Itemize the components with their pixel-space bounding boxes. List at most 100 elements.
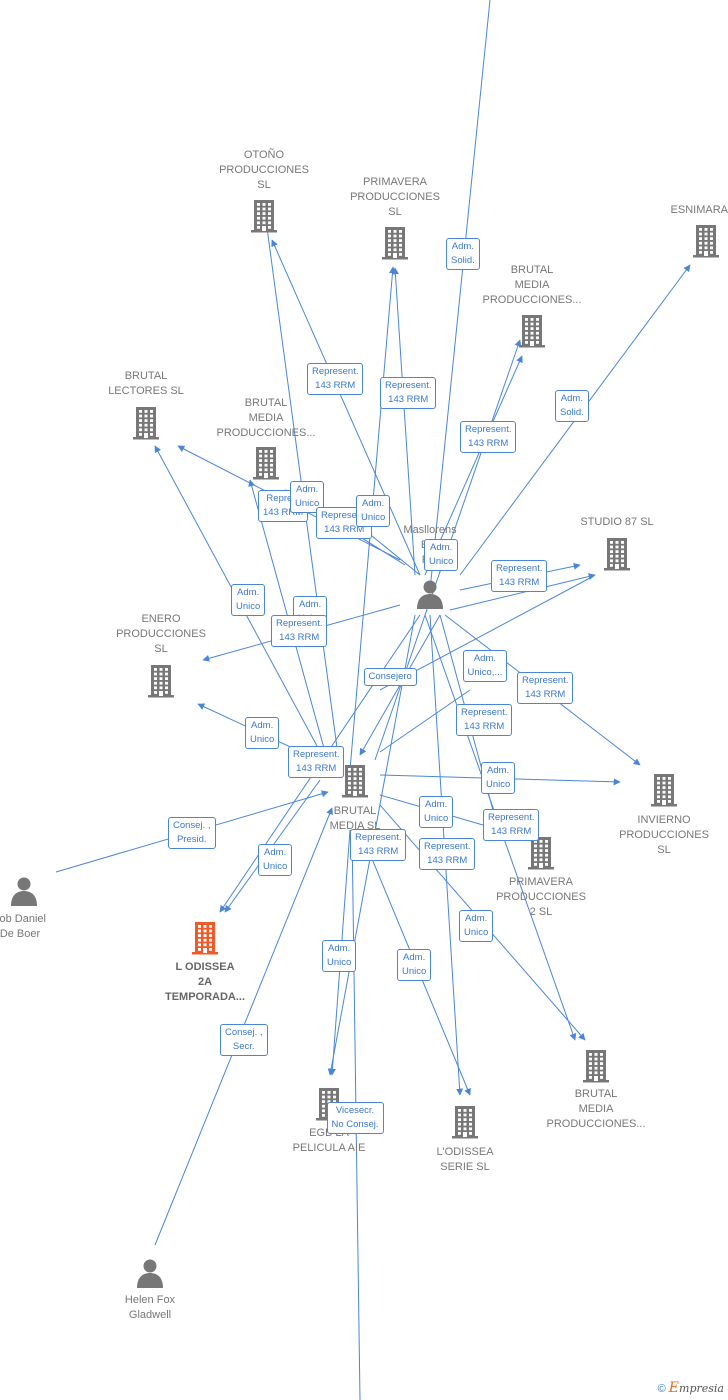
edge-role-text: Unico bbox=[402, 966, 427, 977]
edge-role-text: Adm. bbox=[328, 943, 351, 954]
edge-role-label[interactable]: Consejero bbox=[363, 668, 417, 686]
edge-role-label[interactable]: Represent.143 RRM bbox=[456, 704, 513, 736]
edge-role-label[interactable]: Represent.143 RRM bbox=[380, 377, 437, 409]
edge-role-label[interactable]: Represent.143 RRM bbox=[350, 829, 407, 861]
building-icon[interactable] bbox=[250, 199, 278, 238]
edge-role-text: Unico bbox=[424, 813, 449, 824]
edge-role-text: 143 RRM bbox=[263, 507, 304, 518]
edge-role-label[interactable]: Represent. 143 RRM bbox=[419, 838, 476, 870]
node-label-line: PRODUCCIONES bbox=[116, 628, 206, 640]
person-icon[interactable] bbox=[9, 876, 39, 911]
edge-role-label[interactable]: Adm.Unico bbox=[356, 495, 391, 527]
node-label-line: De Boer bbox=[0, 928, 41, 940]
edge-role-label[interactable]: Adm.Solid. bbox=[446, 238, 480, 270]
edge-role-label[interactable]: Adm.Solid. bbox=[555, 390, 589, 422]
edge-role-label[interactable]: Adm.Unico,... bbox=[462, 650, 508, 682]
building-icon[interactable] bbox=[381, 226, 409, 265]
node-label-line: MEDIA bbox=[514, 279, 550, 291]
building-icon[interactable] bbox=[341, 764, 369, 803]
node-label[interactable]: STUDIO 87 SL bbox=[547, 515, 687, 530]
edge-role-text: Represent. bbox=[461, 707, 508, 718]
person-icon[interactable] bbox=[415, 579, 445, 614]
edge-role-label[interactable]: Represent.143 RRM bbox=[460, 421, 517, 453]
node-label-line: PRODUCCIONES... bbox=[546, 1118, 646, 1130]
node-label-line: PRODUCCIONES... bbox=[216, 427, 316, 439]
relationship-edge bbox=[271, 239, 421, 576]
edge-role-label[interactable]: Represent.143 RRM bbox=[271, 615, 328, 647]
edge-role-label[interactable]: Adm. Unico bbox=[231, 584, 266, 616]
building-icon[interactable] bbox=[191, 921, 219, 960]
node-label[interactable]: ESNIMARA bbox=[640, 203, 728, 218]
edge-role-label[interactable]: Adm.Unico bbox=[481, 762, 516, 794]
edge-role-text: Adm. bbox=[237, 587, 260, 598]
edge-role-text: Adm. bbox=[473, 653, 497, 664]
building-icon[interactable] bbox=[527, 836, 555, 875]
node-label-line: LECTORES SL bbox=[108, 385, 184, 397]
building-icon[interactable] bbox=[603, 537, 631, 576]
edge-role-label[interactable]: Represent.143 RRM bbox=[491, 560, 548, 592]
node-label-line: PRODUCCIONES... bbox=[482, 294, 582, 306]
edge-role-label[interactable]: Adm.Unico bbox=[245, 717, 280, 749]
edge-role-text: Adm. bbox=[403, 952, 426, 963]
node-label-line: SERIE SL bbox=[440, 1161, 490, 1173]
edge-role-text: Unico bbox=[236, 601, 261, 612]
edge-role-label[interactable]: Adm.Unico bbox=[258, 844, 293, 876]
edge-role-text: 143 RRM bbox=[427, 855, 468, 866]
edge-role-text: Represent. bbox=[522, 675, 569, 686]
edge-role-text: Adm. bbox=[264, 847, 287, 858]
building-icon[interactable] bbox=[518, 314, 546, 353]
node-label-line: ESNIMARA bbox=[670, 204, 728, 216]
edge-role-text: 143 RRM bbox=[388, 394, 429, 405]
node-label-line: ENERO bbox=[141, 613, 181, 625]
edge-role-text: Secr. bbox=[232, 1041, 255, 1052]
node-label-line: MEDIA bbox=[578, 1103, 614, 1115]
building-icon[interactable] bbox=[582, 1049, 610, 1088]
edge-role-text: Represent. bbox=[424, 841, 471, 852]
building-icon[interactable] bbox=[132, 406, 160, 445]
edge-role-label[interactable]: Vicesecr.No Consej. bbox=[326, 1102, 384, 1134]
edge-role-label[interactable]: Adm.Unico bbox=[419, 796, 454, 828]
node-label-line: SL bbox=[388, 206, 402, 218]
node-label-line: PRODUCCIONES bbox=[619, 829, 709, 841]
building-icon[interactable] bbox=[451, 1105, 479, 1144]
edge-role-label[interactable]: Consej. ,Secr. bbox=[220, 1024, 268, 1056]
edge-role-text: Consej. , bbox=[173, 820, 211, 831]
edge-role-text: Unico bbox=[464, 927, 489, 938]
edge-role-text: Consejero bbox=[368, 671, 412, 682]
relationship-edge bbox=[429, 0, 491, 591]
edge-role-text: Vicesecr. bbox=[335, 1105, 375, 1116]
edge-role-label[interactable]: Adm.Unico bbox=[459, 910, 494, 942]
node-label-line: PELICULA AIE bbox=[292, 1142, 366, 1154]
edge-role-text: 143 RRM bbox=[468, 438, 509, 449]
edge-role-label[interactable]: Represent.143 RRM bbox=[307, 363, 364, 395]
building-icon[interactable] bbox=[252, 446, 280, 485]
edge-role-label[interactable]: Adm. Unico bbox=[397, 949, 432, 981]
node-label-line: PRIMAVERA bbox=[363, 176, 427, 188]
edge-role-text: 143 RRM bbox=[491, 826, 532, 837]
edge-role-label[interactable]: Represent.143 RRM bbox=[483, 809, 540, 841]
building-icon[interactable] bbox=[650, 773, 678, 812]
edge-role-label[interactable]: Consej. ,Presid. bbox=[168, 817, 216, 849]
person-icon[interactable] bbox=[135, 1258, 165, 1293]
edge-role-label[interactable]: Represent.143 RRM bbox=[517, 672, 574, 704]
edge-role-label[interactable]: Represent.143 RRM bbox=[288, 746, 345, 778]
edge-role-label[interactable]: Adm.Unico bbox=[424, 539, 459, 571]
edge-role-label[interactable]: Adm.Unico bbox=[322, 940, 357, 972]
building-icon[interactable] bbox=[692, 224, 720, 263]
building-icon[interactable] bbox=[147, 664, 175, 703]
relationship-edge bbox=[379, 689, 471, 753]
edge-role-text: Unico bbox=[486, 779, 511, 790]
